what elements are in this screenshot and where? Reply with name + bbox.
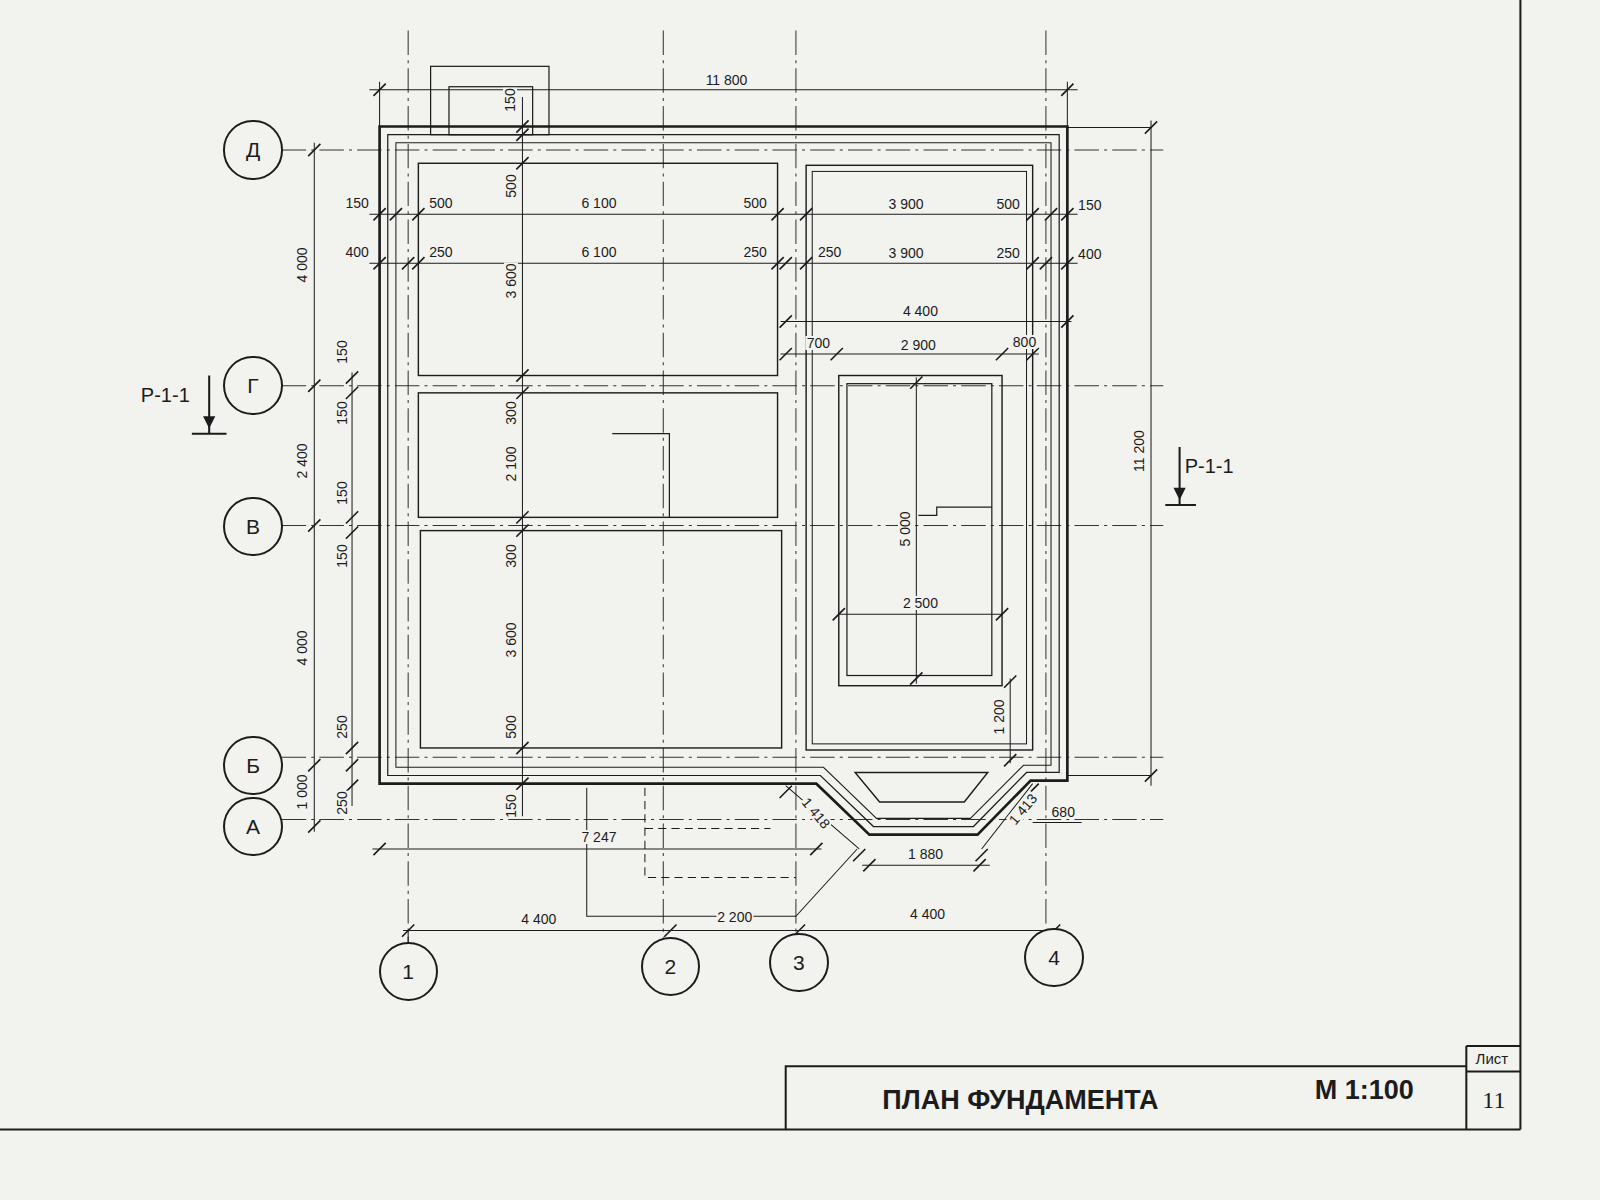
dimension-value: 5 000: [898, 510, 912, 547]
dimension-value: 500: [995, 197, 1020, 211]
dimension-value: 400: [344, 245, 369, 259]
dimension-value: 4 000: [295, 247, 309, 284]
section-mark: Р-1-1: [140, 385, 191, 405]
dimension-value: 250: [742, 245, 767, 259]
dimension-value: 2 200: [716, 910, 753, 924]
dimension-value: 250: [335, 790, 349, 815]
dimension-value: 2 500: [902, 596, 939, 610]
dimension-value: 150: [335, 543, 349, 568]
dimension-value: 500: [504, 714, 518, 739]
dimension-value: 300: [504, 543, 518, 568]
dimension-value: 3 600: [504, 621, 518, 658]
dimension-value: 250: [428, 245, 453, 259]
axis-marker: В: [223, 497, 282, 556]
dimension-value: 250: [995, 246, 1020, 260]
dimension-value: 2 400: [295, 443, 309, 480]
axis-letter: 4: [1048, 947, 1060, 968]
axis-marker: 2: [641, 937, 700, 996]
axis-letter: В: [246, 516, 260, 537]
dimension-value: 4 400: [520, 912, 557, 926]
axis-marker: Б: [223, 736, 282, 795]
axis-letter: Г: [247, 375, 258, 396]
dimension-value: 800: [1012, 335, 1037, 349]
dimension-value: 500: [504, 173, 518, 198]
dimension-value: 680: [1051, 805, 1076, 819]
axis-marker: А: [223, 797, 282, 856]
dimension-value: 700: [806, 336, 831, 350]
axis-marker: Д: [223, 120, 282, 179]
dimension-value: 150: [344, 196, 369, 210]
dimension-value: 3 600: [504, 262, 518, 299]
axis-marker: 4: [1024, 928, 1083, 987]
dimension-value: 7 247: [580, 830, 617, 844]
axis-letter: 1: [402, 961, 414, 982]
dimension-value: 300: [504, 401, 518, 426]
axis-marker: 1: [379, 942, 438, 1001]
axis-marker: Г: [223, 356, 282, 415]
sheet-number: 11: [1481, 1088, 1506, 1112]
dimension-value: 4 000: [295, 629, 309, 666]
axis-letter: Д: [246, 139, 260, 160]
dimension-value: 400: [1077, 247, 1102, 261]
axis-letter: 2: [665, 956, 677, 977]
dimension-value: 250: [817, 245, 842, 259]
dimension-value: 150: [335, 480, 349, 505]
dimension-value: 150: [335, 339, 349, 364]
dimension-value: 150: [504, 793, 518, 818]
axis-letter: 3: [793, 952, 805, 973]
dimension-value: 11 800: [705, 73, 749, 87]
dimension-value: 1 200: [992, 699, 1006, 736]
dimension-value: 4 400: [909, 907, 946, 921]
section-mark: Р-1-1: [1184, 456, 1235, 476]
dimension-value: 6 100: [580, 245, 617, 259]
dimension-value: 2 900: [900, 338, 937, 352]
dimension-value: 3 900: [888, 197, 925, 211]
dimension-value: 500: [742, 196, 767, 210]
dimension-value: 11 200: [1132, 429, 1146, 473]
sheet-title: ПЛАН ФУНДАМЕНТА: [881, 1087, 1159, 1114]
dimension-value: 250: [335, 714, 349, 739]
dimension-value: 3 900: [888, 246, 925, 260]
dimension-value: 4 400: [902, 304, 939, 318]
sheet-label: Лист: [1475, 1051, 1510, 1066]
dimension-value: 2 100: [504, 446, 518, 483]
axis-marker: 3: [769, 933, 828, 992]
dimension-value: 150: [1077, 198, 1102, 212]
dimension-value: 6 100: [580, 196, 617, 210]
dimension-value: 150: [503, 87, 517, 112]
dimension-value: 150: [335, 401, 349, 426]
dimension-value: 1 880: [907, 847, 944, 861]
axis-letter: А: [246, 816, 260, 837]
scale: М 1:100: [1314, 1076, 1415, 1103]
dimension-value: 500: [428, 196, 453, 210]
dimension-value: 1 418: [799, 795, 834, 832]
axis-letter: Б: [246, 755, 260, 776]
dimension-value: 1 000: [295, 773, 309, 810]
